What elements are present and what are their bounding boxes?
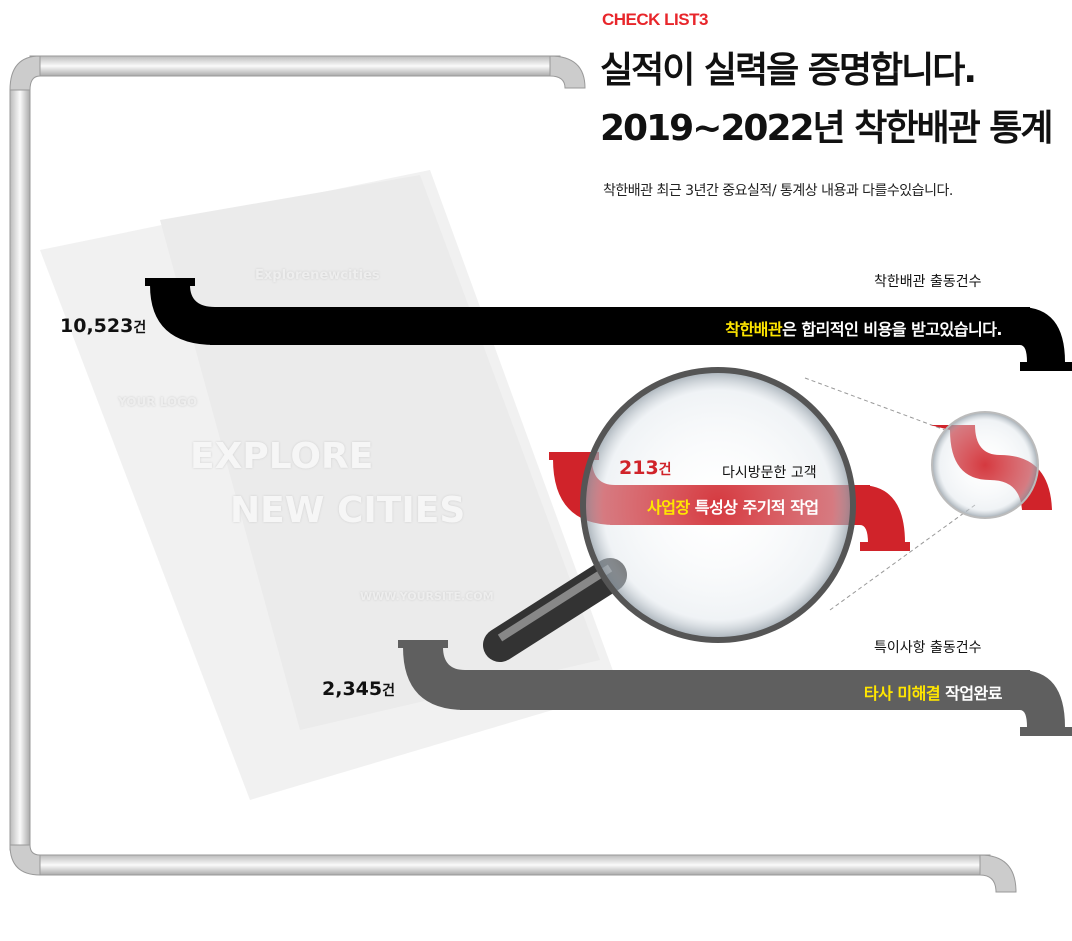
mockup-logo: YOUR LOGO <box>118 395 198 409</box>
mockup-site: WWW.YOURSITE.COM <box>360 590 494 603</box>
magnifier-handle <box>483 558 627 662</box>
stat-count-dispatch: 10,523건 <box>60 315 147 337</box>
title-line-2: 2019~2022년 착한배관 통계 <box>600 108 1053 149</box>
title-line-1: 실적이 실력을 증명합니다. <box>600 50 977 91</box>
frame-pipe <box>9 55 1017 893</box>
stat-label-special: 특이사항 출동건수 <box>874 640 982 656</box>
mockup-heading-1: EXPLORE <box>190 436 374 477</box>
page-title: 실적이 실력을 증명합니다. 2019~2022년 착한배관 통계 <box>600 42 1053 158</box>
pipe-gray <box>398 640 1072 736</box>
stat-count-special: 2,345건 <box>322 678 395 700</box>
pipe-black <box>145 278 1072 371</box>
mockup-heading-2: NEW CITIES <box>230 490 466 531</box>
stat-bar-text-special: 타사 미해결 작업완료 <box>863 684 1003 703</box>
checklist-label: CHECK LIST3 <box>602 10 708 29</box>
zoom-bubble <box>930 411 1052 519</box>
stat-label-dispatch: 착한배관 출동건수 <box>874 274 982 290</box>
stat-bar-text-dispatch: 착한배관은 합리적인 비용을 받고있습니다. <box>725 320 1002 339</box>
magnifier-lens <box>580 367 856 643</box>
mockup-small-text: Explorenewcities <box>255 268 380 283</box>
stat-bar-text-revisit: 사업장 특성상 주기적 작업 <box>647 498 819 517</box>
stat-count-revisit: 213건 <box>619 457 672 479</box>
stat-label-revisit: 다시방문한 고객 <box>722 465 817 481</box>
subtitle: 착한배관 최근 3년간 중요실적/ 통계상 내용과 다를수있습니다. <box>603 183 953 199</box>
